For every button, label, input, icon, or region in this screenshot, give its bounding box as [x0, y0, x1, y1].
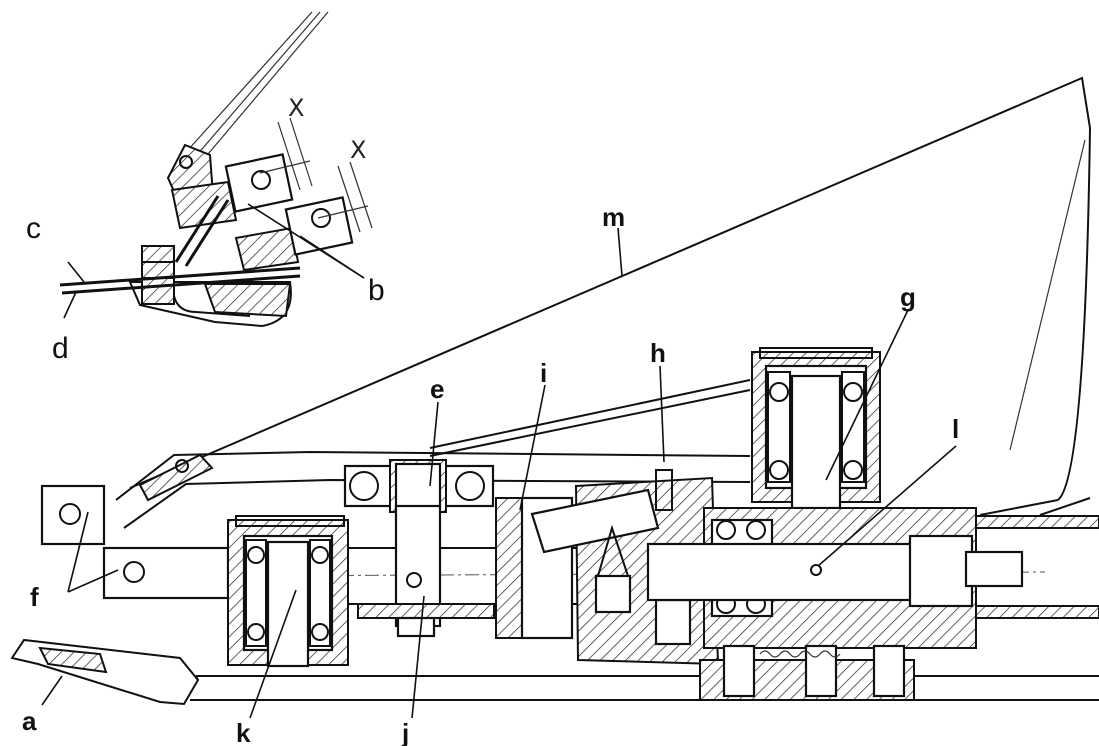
leader-k	[249, 589, 297, 719]
lever-a	[10, 638, 200, 706]
leader-f-upper	[67, 511, 89, 593]
f-block-upper	[40, 484, 106, 546]
label-f: f	[30, 582, 39, 612]
leader-j	[411, 595, 425, 719]
dimension-x-lower: X	[350, 136, 366, 164]
label-j: j	[401, 718, 409, 746]
leader-a	[41, 675, 63, 706]
detail-upper-tab	[224, 153, 294, 213]
label-b: b	[368, 274, 385, 307]
leader-i	[519, 384, 546, 511]
leader-e	[429, 401, 439, 487]
leader-l	[817, 445, 957, 567]
f-block-lower	[102, 546, 230, 600]
label-i: i	[540, 358, 547, 388]
l-spindle	[646, 542, 914, 602]
detail-view	[59, 11, 373, 328]
label-e: e	[430, 374, 444, 404]
part-labels: X X c d b m g h i e l f a k j	[22, 94, 959, 746]
leader-f-lower	[67, 569, 119, 593]
main-assembly	[10, 76, 1099, 719]
leader-h	[659, 365, 665, 463]
label-h: h	[650, 338, 666, 368]
label-l: l	[952, 414, 959, 444]
leader-m	[617, 227, 623, 277]
detail-bolt	[141, 245, 175, 305]
leader-c	[67, 261, 85, 283]
leader-b-lower	[299, 235, 365, 279]
label-g: g	[900, 282, 916, 312]
leader-d	[63, 291, 77, 319]
detail-pivot-hole	[179, 155, 193, 169]
label-m: m	[602, 202, 625, 232]
label-c: c	[26, 212, 41, 245]
spring-c-line	[59, 266, 301, 287]
cover-plate	[129, 76, 1092, 501]
dimension-x-upper: X	[288, 94, 304, 122]
label-a: a	[22, 706, 37, 736]
label-d: d	[52, 332, 69, 365]
spring-d-line	[61, 274, 301, 295]
leader-g	[825, 309, 909, 481]
label-k: k	[236, 718, 251, 746]
i-bracket	[495, 497, 525, 639]
